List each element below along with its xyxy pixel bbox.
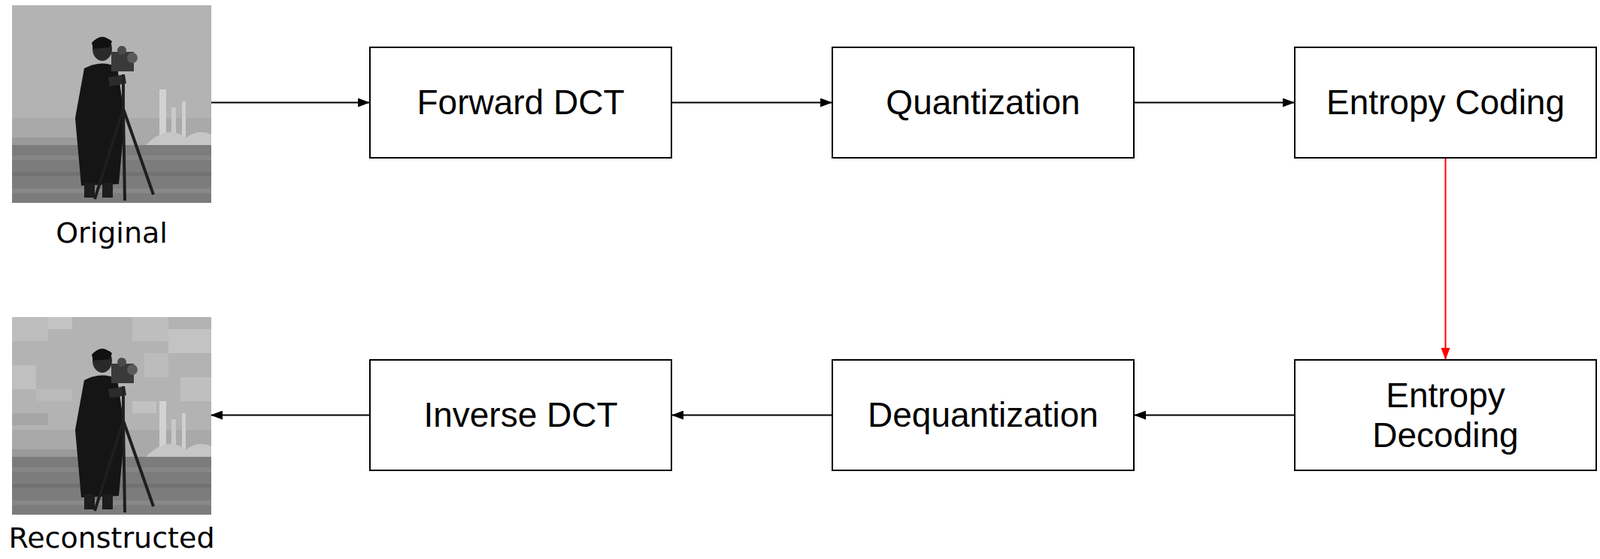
image-caption: Reconstructed: [9, 523, 216, 555]
process-label: Entropy Decoding: [1333, 375, 1559, 456]
image-node: Original: [12, 5, 212, 204]
process-box: Inverse DCT: [369, 359, 673, 472]
reconstructed-image: [12, 317, 212, 516]
flow-arrow: [672, 415, 832, 417]
flow-arrow: [1134, 415, 1294, 417]
cameraman-photo: [12, 5, 212, 204]
flow-arrow: [672, 102, 832, 104]
cameraman-photo: [12, 317, 212, 516]
flow-arrow: [1134, 102, 1294, 104]
process-label: Dequantization: [867, 395, 1099, 436]
process-box: Entropy Coding: [1293, 46, 1597, 159]
process-box: Dequantization: [831, 359, 1135, 472]
process-box: Quantization: [831, 46, 1135, 159]
image-node: Reconstructed: [12, 317, 212, 516]
process-label: Quantization: [885, 82, 1080, 123]
process-box: Entropy Decoding: [1293, 359, 1597, 472]
flow-arrow: [1445, 158, 1447, 360]
block-artifacts: [12, 317, 212, 426]
flow-arrow: [211, 415, 370, 417]
process-box: Forward DCT: [369, 46, 673, 159]
flow-arrow: [211, 102, 370, 104]
process-label: Entropy Coding: [1326, 82, 1565, 123]
image-caption: Original: [55, 218, 168, 250]
original-image: [12, 5, 212, 204]
process-label: Forward DCT: [416, 82, 625, 123]
process-label: Inverse DCT: [423, 395, 618, 436]
